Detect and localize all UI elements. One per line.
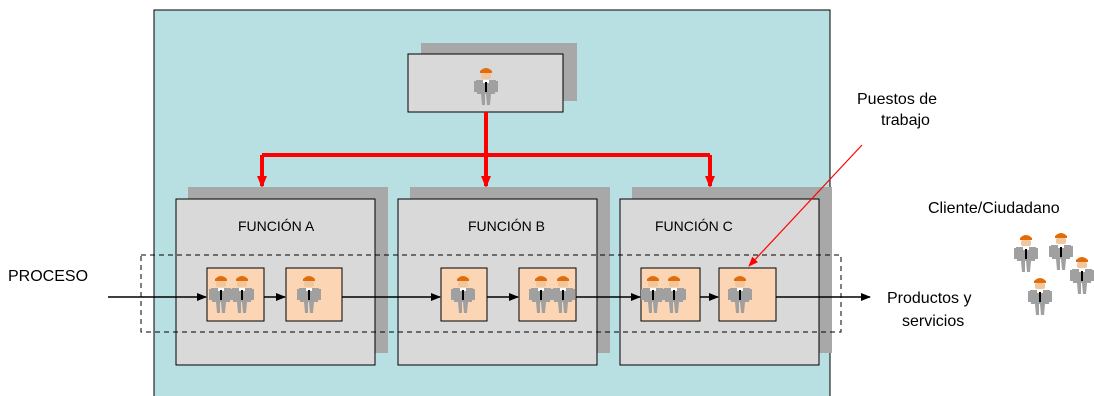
job-position-c2: [718, 267, 777, 322]
worker-icon: [1070, 257, 1094, 294]
job-position-c1: [640, 267, 701, 322]
client-label: Cliente/Ciudadano: [928, 200, 1060, 217]
worker-icon: [1028, 278, 1052, 315]
process-label: PROCESO: [8, 268, 88, 285]
function-c-title: FUNCIÓN C: [655, 218, 733, 234]
job-position-a2: [285, 267, 343, 322]
output-label-line2: servicios: [902, 313, 964, 330]
process-band: [140, 254, 842, 333]
job-positions-label-line1: Puestos de: [857, 91, 937, 108]
function-b-title: FUNCIÓN B: [468, 218, 545, 234]
hierarchy-connector: [257, 112, 715, 188]
job-position-a1: [206, 267, 265, 322]
output-label-line1: Productos y: [887, 290, 971, 307]
job-positions-pointer: [748, 144, 863, 267]
worker-icon: [1049, 233, 1073, 270]
job-positions-label-line2: trabajo: [881, 112, 930, 129]
function-a-title: FUNCIÓN A: [238, 218, 315, 234]
job-position-b2: [518, 267, 577, 322]
job-position-b1: [440, 267, 488, 322]
client-group: [1014, 233, 1094, 315]
worker-icon: [1014, 235, 1038, 272]
